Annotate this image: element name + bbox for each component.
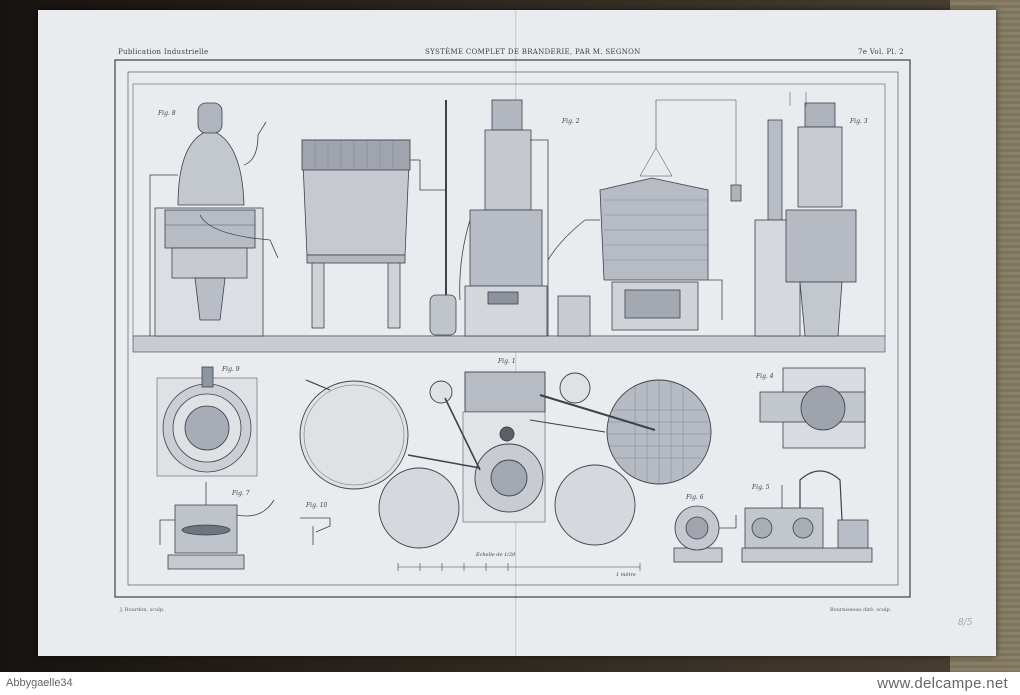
fig9-plan [156, 366, 258, 477]
plate-title: SYSTÈME COMPLET DE BRANDERIE, PAR M. SEG… [425, 48, 641, 56]
publisher-label: Publication Industrielle [118, 48, 209, 56]
vat-plan-lower-right [554, 464, 636, 546]
fig1-label: Fig. 1 [498, 358, 516, 365]
fig4-plan [759, 367, 866, 449]
scale-unit: 1 mètre [616, 572, 636, 578]
site-watermark: www.delcampe.net [877, 675, 1008, 692]
scale-bar [397, 563, 641, 571]
fig5-label: Fig. 5 [752, 484, 770, 491]
fig7-label: Fig. 7 [232, 490, 250, 497]
fig6-label: Fig. 6 [686, 494, 704, 501]
fig1-plan [299, 371, 712, 549]
vat-plan-lower-left [378, 467, 460, 549]
fig4-label: Fig. 4 [756, 373, 774, 380]
vat-plan-large [299, 380, 409, 490]
fig3-label: Fig. 3 [850, 118, 868, 125]
fig10-detail [300, 517, 331, 545]
fig8-still [149, 102, 279, 337]
fig2-column-still [429, 99, 549, 337]
fig8-label: Fig. 8 [158, 110, 176, 117]
ground-slab [132, 335, 886, 353]
cooling-vessel [547, 99, 742, 337]
fig2-label: Fig. 2 [562, 118, 580, 125]
fig10-label: Fig. 10 [306, 502, 328, 509]
fig6-section [673, 505, 737, 563]
plate-number: 7e Vol. Pl. 2 [858, 48, 904, 56]
plate-frame-inner [127, 71, 899, 586]
plate-frame-outer [114, 59, 911, 598]
fig9-label: Fig. 9 [222, 366, 240, 373]
scale-label: Échelle de 1/20 [476, 552, 516, 558]
fig7-still [159, 482, 275, 570]
fig5-apparatus [741, 470, 873, 563]
watermark-bar [0, 672, 1020, 695]
pencil-mark: 8/5 [958, 618, 973, 628]
engraver-left: J. Bourdon, sculp. [120, 607, 165, 613]
engraver-right: Bournisseau dirè. sculp. [830, 607, 892, 613]
wooden-vat [301, 139, 445, 329]
fig3-still [754, 92, 857, 337]
uploader-watermark: Abbygaelle34 [6, 677, 73, 689]
